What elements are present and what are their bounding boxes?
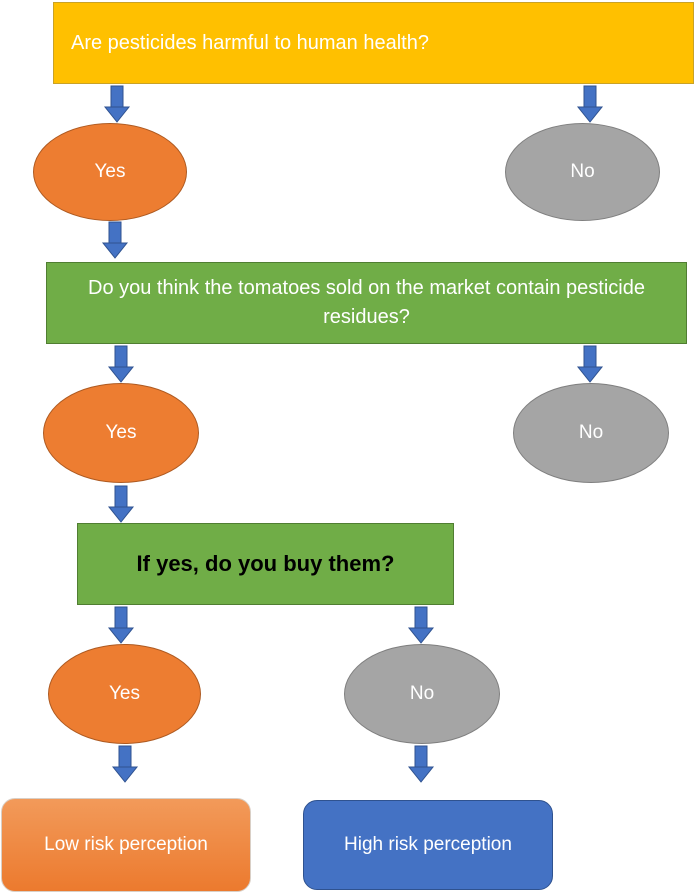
arrow-yes2-to-q3 [108, 485, 134, 523]
question-3-text: If yes, do you buy them? [136, 551, 395, 576]
arrow-yes1-to-q2 [102, 221, 128, 259]
q2-yes-label: Yes [105, 422, 137, 443]
high-risk-perception-box: High risk perception [303, 800, 553, 890]
arrow-yes3-to-low [112, 745, 138, 783]
arrow-q3-to-no [408, 606, 434, 644]
q1-yes-node: Yes [33, 123, 187, 221]
arrow-q2-to-yes [108, 345, 134, 383]
q1-no-node: No [505, 123, 660, 221]
question-2-box: Do you think the tomatoes sold on the ma… [46, 262, 687, 344]
arrow-q1-to-no [577, 85, 603, 123]
high-risk-perception-label: High risk perception [344, 834, 512, 855]
low-risk-perception-label: Low risk perception [44, 834, 208, 855]
question-3-box: If yes, do you buy them? [77, 523, 454, 605]
question-1-text: Are pesticides harmful to human health? [71, 31, 429, 54]
q3-yes-label: Yes [109, 683, 140, 704]
question-2-text: Do you think the tomatoes sold on the ma… [88, 277, 645, 328]
q3-no-node: No [344, 644, 500, 744]
arrow-no3-to-high [408, 745, 434, 783]
arrow-q3-to-yes [108, 606, 134, 644]
q2-no-node: No [513, 383, 669, 483]
q3-yes-node: Yes [48, 644, 201, 744]
q2-yes-node: Yes [43, 383, 199, 483]
arrow-q1-to-yes [104, 85, 130, 123]
q3-no-label: No [409, 683, 435, 704]
q1-no-label: No [570, 161, 595, 182]
arrow-q2-to-no [577, 345, 603, 383]
q2-no-label: No [578, 422, 604, 443]
low-risk-perception-box: Low risk perception [1, 798, 251, 892]
question-1-box: Are pesticides harmful to human health? [53, 2, 694, 84]
q1-yes-label: Yes [94, 161, 126, 182]
